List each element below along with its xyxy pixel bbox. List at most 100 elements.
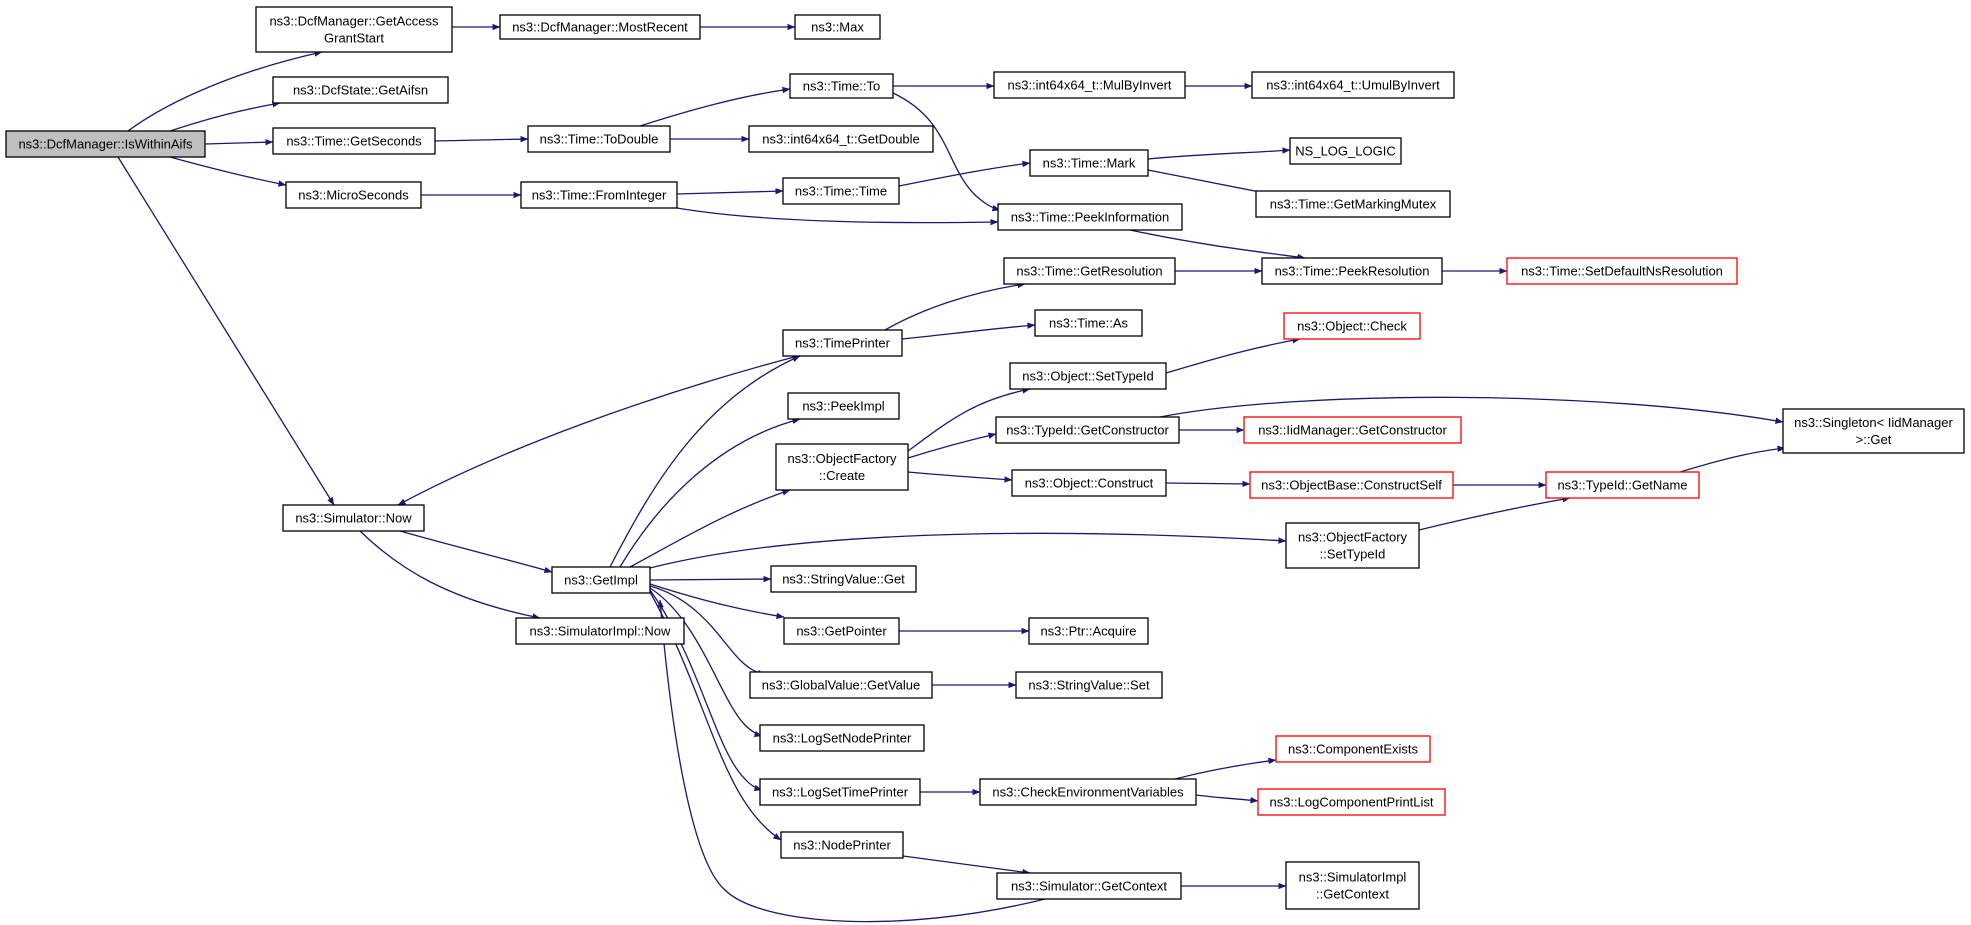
node-root[interactable]: ns3::DcfManager::IsWithinAifs xyxy=(5,130,206,158)
node-box xyxy=(783,617,900,645)
node-checkenv[interactable]: ns3::CheckEnvironmentVariables xyxy=(979,778,1197,806)
node-logsettime[interactable]: ns3::LogSetTimePrinter xyxy=(759,778,921,806)
node-markingmutex[interactable]: ns3::Time::GetMarkingMutex xyxy=(1255,190,1451,218)
edge-checkenv-to-logcomplist xyxy=(1195,794,1259,804)
edge-getimpl-to-peekimpl xyxy=(619,417,801,568)
node-objcheck[interactable]: ns3::Object::Check xyxy=(1283,312,1421,340)
edge-peekinfo-to-peekresolution xyxy=(1129,229,1306,261)
node-label: ns3::int64x64_t::UmulByInvert xyxy=(1266,78,1440,93)
node-timeas[interactable]: ns3::Time::As xyxy=(1034,309,1143,337)
node-timeprinter[interactable]: ns3::TimePrinter xyxy=(782,329,903,357)
node-umulbyinvert[interactable]: ns3::int64x64_t::UmulByInvert xyxy=(1251,71,1455,99)
node-label: ns3::GlobalValue::GetValue xyxy=(762,678,921,693)
node-singleton[interactable]: ns3::Singleton< IidManager>::Get xyxy=(1782,408,1965,454)
node-box xyxy=(551,566,651,594)
edge-root-to-getseconds xyxy=(204,139,274,146)
edge-ofcreate-to-objconstruct xyxy=(907,471,1013,483)
node-label: ::GetContext xyxy=(1316,887,1389,902)
node-label: ns3::Object::Check xyxy=(1297,319,1407,334)
node-logsetnode[interactable]: ns3::LogSetNodePrinter xyxy=(759,724,925,752)
node-box xyxy=(780,831,904,859)
node-constructself[interactable]: ns3::ObjectBase::ConstructSelf xyxy=(1249,471,1454,499)
node-ofsettypeid[interactable]: ns3::ObjectFactory::SetTypeId xyxy=(1285,522,1420,569)
node-box xyxy=(775,443,909,491)
node-simimplnow[interactable]: ns3::SimulatorImpl::Now xyxy=(515,617,685,645)
edge-root-to-getaifsn xyxy=(169,101,281,132)
node-box xyxy=(520,181,678,209)
node-label: ns3::Time::PeekResolution xyxy=(1275,264,1430,279)
node-objconstruct[interactable]: ns3::Object::Construct xyxy=(1011,469,1167,497)
node-box xyxy=(1289,137,1402,165)
node-label: GrantStart xyxy=(324,31,384,46)
node-getresolution[interactable]: ns3::Time::GetResolution xyxy=(1003,257,1176,285)
node-iidgetctor[interactable]: ns3::IidManager::GetConstructor xyxy=(1243,416,1462,444)
node-label: ns3::GetPointer xyxy=(796,624,887,639)
node-box xyxy=(515,617,685,645)
node-label: ns3::ObjectFactory xyxy=(787,451,897,466)
node-nslog[interactable]: NS_LOG_LOGIC xyxy=(1289,137,1402,165)
edge-frominteger-to-timetime xyxy=(676,188,784,195)
edge-todouble-to-timeto xyxy=(639,86,791,127)
node-label: ns3::IidManager::GetConstructor xyxy=(1258,423,1447,438)
node-simimplgetcontext[interactable]: ns3::SimulatorImpl::GetContext xyxy=(1285,861,1420,910)
node-label: ns3::SimulatorImpl::Now xyxy=(530,624,671,639)
node-logcomplist[interactable]: ns3::LogComponentPrintList xyxy=(1257,788,1446,816)
node-label: ns3::int64x64_t::GetDouble xyxy=(762,132,920,147)
node-tidgetctor[interactable]: ns3::TypeId::GetConstructor xyxy=(995,416,1180,444)
node-label: ns3::Time::Time xyxy=(795,184,887,199)
node-ptracquire[interactable]: ns3::Ptr::Acquire xyxy=(1028,617,1149,645)
node-ofcreate[interactable]: ns3::ObjectFactory::Create xyxy=(775,443,909,491)
node-todouble[interactable]: ns3::Time::ToDouble xyxy=(527,125,671,153)
node-box xyxy=(794,14,881,40)
node-nodeprinter[interactable]: ns3::NodePrinter xyxy=(780,831,904,859)
node-box xyxy=(282,504,425,532)
node-gvgetvalue[interactable]: ns3::GlobalValue::GetValue xyxy=(749,671,933,699)
node-timeto[interactable]: ns3::Time::To xyxy=(789,73,894,99)
node-timetime[interactable]: ns3::Time::Time xyxy=(782,177,900,205)
node-getseconds[interactable]: ns3::Time::GetSeconds xyxy=(272,127,436,155)
node-mark[interactable]: ns3::Time::Mark xyxy=(1029,149,1149,177)
node-settypeid[interactable]: ns3::Object::SetTypeId xyxy=(1009,362,1167,390)
node-label: ns3::SimulatorImpl xyxy=(1299,870,1407,885)
node-box xyxy=(1283,312,1421,340)
edge-timeprinter-to-simnow xyxy=(397,355,799,506)
node-stringget[interactable]: ns3::StringValue::Get xyxy=(770,565,917,593)
node-box xyxy=(1249,471,1454,499)
node-max[interactable]: ns3::Max xyxy=(794,14,881,40)
node-label: ns3::Time::GetMarkingMutex xyxy=(1270,197,1437,212)
node-getpointer[interactable]: ns3::GetPointer xyxy=(783,617,900,645)
node-simnow[interactable]: ns3::Simulator::Now xyxy=(282,504,425,532)
node-label: ns3::Singleton< IidManager xyxy=(1794,415,1953,430)
node-stringset[interactable]: ns3::StringValue::Set xyxy=(1015,671,1163,699)
node-box xyxy=(1545,471,1700,499)
edge-simnow-to-getimpl xyxy=(399,530,553,573)
edge-getimpl-to-ofsettypeid xyxy=(649,532,1287,569)
node-peekresolution[interactable]: ns3::Time::PeekResolution xyxy=(1261,257,1443,285)
node-label: ns3::DcfManager::GetAccess xyxy=(269,14,439,29)
node-mostrecent[interactable]: ns3::DcfManager::MostRecent xyxy=(499,14,701,40)
node-componentexists[interactable]: ns3::ComponentExists xyxy=(1275,735,1431,763)
node-setdefaultns[interactable]: ns3::Time::SetDefaultNsResolution xyxy=(1506,257,1738,285)
node-label: ns3::ObjectBase::ConstructSelf xyxy=(1261,478,1442,493)
node-label: ns3::DcfManager::IsWithinAifs xyxy=(18,137,193,152)
node-label: ns3::Object::SetTypeId xyxy=(1022,369,1154,384)
node-box xyxy=(1015,671,1163,699)
node-box xyxy=(285,181,422,209)
node-box xyxy=(995,416,1180,444)
nodes: ns3::DcfManager::IsWithinAifs ns3::DcfMan… xyxy=(5,6,1965,910)
node-getname[interactable]: ns3::TypeId::GetName xyxy=(1545,471,1700,499)
node-frominteger[interactable]: ns3::Time::FromInteger xyxy=(520,181,678,209)
node-getdouble[interactable]: ns3::int64x64_t::GetDouble xyxy=(748,125,934,153)
node-getimpl[interactable]: ns3::GetImpl xyxy=(551,566,651,594)
node-microseconds[interactable]: ns3::MicroSeconds xyxy=(285,181,422,209)
node-peekinfo[interactable]: ns3::Time::PeekInformation xyxy=(997,203,1183,231)
node-getaifsn[interactable]: ns3::DcfState::GetAifsn xyxy=(272,76,449,104)
node-box xyxy=(1009,362,1167,390)
node-box xyxy=(1782,408,1965,454)
node-mulbyinvert[interactable]: ns3::int64x64_t::MulByInvert xyxy=(993,71,1186,99)
node-label: ns3::Max xyxy=(811,20,864,35)
node-peekimpl[interactable]: ns3::PeekImpl xyxy=(787,392,900,420)
node-simgetcontext[interactable]: ns3::Simulator::GetContext xyxy=(996,872,1182,900)
node-box xyxy=(789,73,894,99)
